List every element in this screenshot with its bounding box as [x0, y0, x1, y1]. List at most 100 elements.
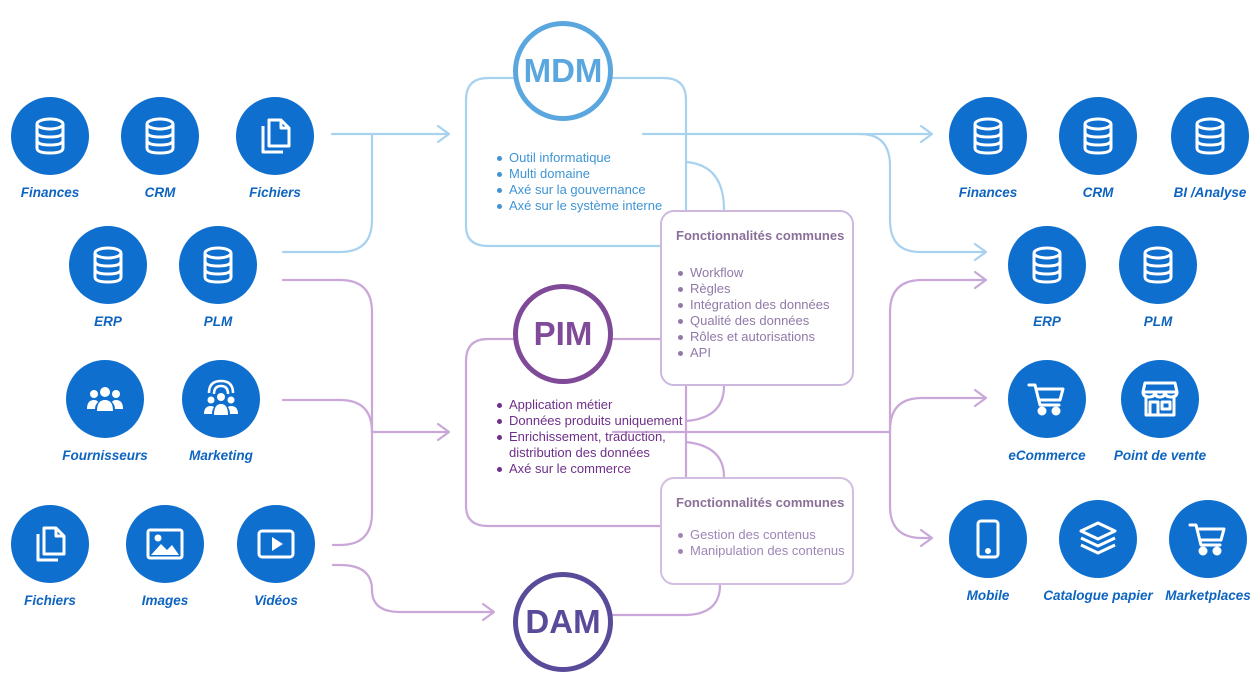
- source-images: Images: [95, 505, 235, 608]
- database-icon: [1059, 97, 1137, 175]
- source-label: CRM: [144, 185, 176, 200]
- target-label: CRM: [1082, 185, 1114, 200]
- mdm-feature: Axé sur le système interne: [495, 198, 675, 214]
- common-feature: Qualité des données: [676, 313, 830, 329]
- target-label: Marketplaces: [1165, 588, 1251, 603]
- source-marketing: Marketing: [151, 360, 291, 463]
- cart-icon: [1169, 500, 1247, 578]
- src-line-dam: [331, 563, 495, 614]
- image-icon: [126, 505, 204, 583]
- source-fichiers-2: Fichiers: [0, 505, 120, 608]
- target-ecommerce: eCommerce: [977, 360, 1117, 463]
- mobile-icon: [949, 500, 1027, 578]
- source-label: Fichiers: [249, 185, 301, 200]
- pim-box-curve2: [684, 440, 726, 479]
- pim-feature: Application métier: [495, 397, 695, 413]
- source-fichiers: Fichiers: [205, 97, 345, 200]
- source-label: Images: [141, 593, 189, 608]
- pim-feature: Axé sur le commerce: [495, 461, 695, 477]
- database-icon: [179, 226, 257, 304]
- source-fournisseurs: Fournisseurs: [35, 360, 175, 463]
- source-label: Fichiers: [24, 593, 76, 608]
- database-icon: [11, 97, 89, 175]
- target-erp: ERP: [977, 226, 1117, 329]
- mdm-feature: Outil informatique: [495, 150, 675, 166]
- target-mobile: Mobile: [918, 500, 1058, 603]
- common-feature: Gestion des contenus: [676, 527, 846, 543]
- database-icon: [1171, 97, 1249, 175]
- database-icon: [1119, 226, 1197, 304]
- mdm-box-curve: [684, 160, 726, 212]
- common-features-list: Workflow Règles Intégration des données …: [676, 265, 830, 361]
- video-icon: [237, 505, 315, 583]
- src-line-fournisseurs: [281, 398, 374, 434]
- tgt-branch-erp: [858, 132, 987, 254]
- store-icon: [1121, 360, 1199, 438]
- common-feature: Règles: [676, 281, 830, 297]
- common-features-title: Fonctionnalités communes: [676, 228, 845, 243]
- mdm-feature-list: Outil informatique Multi domaine Axé sur…: [495, 150, 675, 214]
- target-pos: Point de vente: [1090, 360, 1230, 463]
- target-label: Catalogue papier: [1043, 588, 1153, 603]
- target-label: ERP: [1033, 314, 1061, 329]
- files-icon: [236, 97, 314, 175]
- target-crm: CRM: [1028, 97, 1168, 200]
- mdm-feature: Axé sur la gouvernance: [495, 182, 675, 198]
- source-label: Finances: [20, 185, 80, 200]
- source-label: Vidéos: [254, 593, 298, 608]
- tgt-branch-mobile: [888, 430, 933, 540]
- arrow-tgt-top: [919, 124, 934, 144]
- target-catalogue: Catalogue papier: [1028, 500, 1168, 603]
- common-features-title: Fonctionnalités communes: [676, 495, 845, 510]
- database-icon: [949, 97, 1027, 175]
- target-label: PLM: [1143, 314, 1173, 329]
- common-feature: Intégration des données: [676, 297, 830, 313]
- cart-icon: [1008, 360, 1086, 438]
- source-label: PLM: [203, 314, 233, 329]
- arrow-dam: [481, 602, 496, 622]
- tgt-branch-ecom: [888, 396, 987, 434]
- common-feature: API: [676, 345, 830, 361]
- target-bi: BI /Analyse: [1140, 97, 1253, 200]
- database-icon: [69, 226, 147, 304]
- target-label: eCommerce: [1008, 448, 1086, 463]
- target-label: Mobile: [966, 588, 1010, 603]
- target-label: Finances: [958, 185, 1018, 200]
- pim-feature: Données produits uniquement: [495, 413, 695, 429]
- src-line-videos: [331, 430, 374, 547]
- target-finances: Finances: [918, 97, 1058, 200]
- common-features-list: Gestion des contenus Manipulation des co…: [676, 527, 846, 559]
- pim-box-outline: [464, 337, 662, 528]
- source-plm: PLM: [148, 226, 288, 329]
- source-label: ERP: [94, 314, 122, 329]
- broadcast-people-icon: [182, 360, 260, 438]
- pim-feature: Enrichissement, traduction, distribution…: [495, 429, 695, 461]
- mdm-hub: MDM: [513, 21, 613, 121]
- common-feature: Rôles et autorisations: [676, 329, 830, 345]
- src-line-erp-pim: [281, 278, 374, 434]
- arrow-mdm: [436, 124, 451, 144]
- tgt-branch-up: [888, 278, 987, 434]
- mdm-box-right: [611, 76, 688, 212]
- database-icon: [1008, 226, 1086, 304]
- arrow-tgt-ecom: [973, 388, 988, 408]
- source-crm: CRM: [90, 97, 230, 200]
- common-features-box-top: Fonctionnalités communes Workflow Règles…: [660, 210, 854, 386]
- source-finances: Finances: [0, 97, 120, 200]
- arrow-tgt-erp-blue: [973, 242, 988, 262]
- target-plm: PLM: [1088, 226, 1228, 329]
- source-label: Fournisseurs: [62, 448, 148, 463]
- database-icon: [121, 97, 199, 175]
- layers-icon: [1059, 500, 1137, 578]
- source-erp: ERP: [38, 226, 178, 329]
- source-videos: Vidéos: [206, 505, 346, 608]
- dam-box-curve: [611, 583, 722, 617]
- target-marketplaces: Marketplaces: [1138, 500, 1253, 603]
- files-icon: [11, 505, 89, 583]
- pim-box-curve1: [684, 384, 726, 423]
- common-feature: Workflow: [676, 265, 830, 281]
- pim-feature-list: Application métier Données produits uniq…: [495, 397, 695, 477]
- arrow-pim: [436, 422, 451, 442]
